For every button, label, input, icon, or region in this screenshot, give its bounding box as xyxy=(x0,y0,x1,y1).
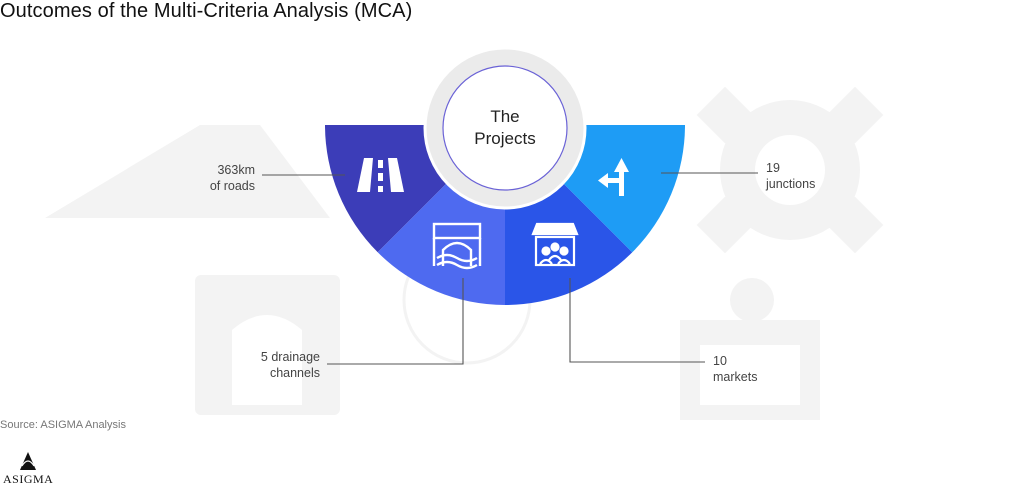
label-junctions-line2: junctions xyxy=(766,177,816,191)
center-title-line2: Projects xyxy=(474,129,535,148)
drainage-channel-icon xyxy=(432,222,482,270)
asigma-logo-icon xyxy=(20,452,36,470)
junction-arrow-icon xyxy=(598,158,629,196)
page-title: Outcomes of the Multi-Criteria Analysis … xyxy=(0,0,413,22)
label-junctions-line1: 19 xyxy=(766,161,780,175)
logo-text: ASIGMA xyxy=(3,472,54,486)
center-circle-inner xyxy=(442,65,568,191)
market-icon xyxy=(531,222,579,267)
label-markets: 10 markets xyxy=(713,353,757,385)
label-roads-line2: of roads xyxy=(209,179,255,193)
leader-line-markets xyxy=(569,278,705,363)
background-junction-hole xyxy=(755,135,825,205)
background-market-window xyxy=(700,345,800,405)
label-drainage: 5 drainage channels xyxy=(238,349,320,381)
road-icon xyxy=(357,158,404,192)
leader-line-drainage xyxy=(327,278,464,365)
label-markets-line1: 10 xyxy=(713,354,727,368)
label-roads-line1: 363km xyxy=(217,163,255,177)
center-title-line1: The xyxy=(490,107,519,126)
label-drainage-line2: channels xyxy=(269,366,320,380)
source-note: Source: ASIGMA Analysis xyxy=(0,419,126,431)
background-road-icon xyxy=(45,125,330,218)
background-drainage-arch xyxy=(232,315,302,405)
label-roads: 363km of roads xyxy=(200,162,255,194)
label-drainage-line1: 5 drainage xyxy=(260,350,320,364)
label-junctions: 19 junctions xyxy=(766,160,815,192)
label-markets-line2: markets xyxy=(713,370,758,384)
